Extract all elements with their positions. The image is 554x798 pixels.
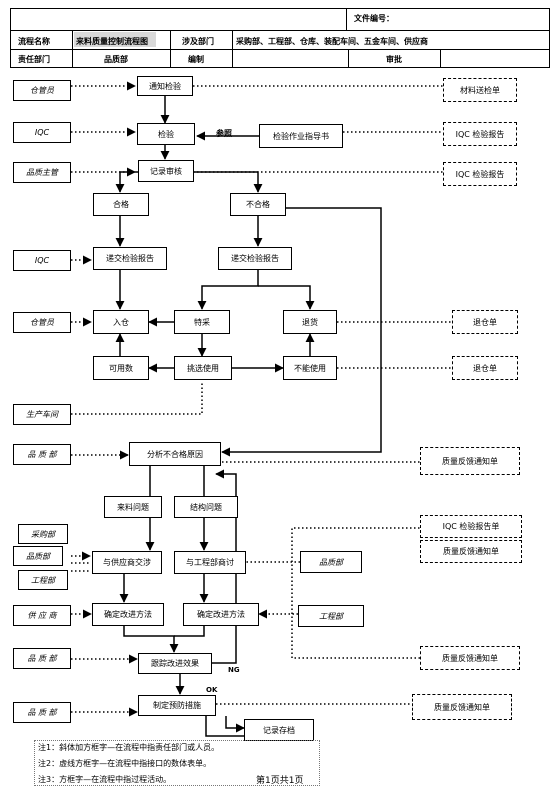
step-usable-qty: 可用数 (93, 356, 149, 380)
header-col-line (440, 49, 441, 68)
step-inspection-guide: 检验作业指导书 (259, 124, 343, 148)
role-quality-dept: 品质部 (13, 546, 63, 566)
step-structure-issue: 结构问题 (174, 496, 238, 518)
role-production-workshop: 生产车间 (13, 404, 71, 425)
step-fail: 不合格 (230, 193, 286, 216)
depts-label: 涉及部门 (182, 37, 214, 46)
step-determine-improvement: 确定改进方法 (183, 603, 259, 626)
header-table (10, 8, 550, 68)
role-supplier: 供 应 商 (13, 605, 71, 626)
role-quality-dept: 品 质 部 (13, 702, 71, 723)
header-col-line (348, 49, 349, 68)
depts-value: 采购部、工程部、仓库、装配车间、五金车间、供应商 (236, 37, 428, 46)
compile-label: 编制 (188, 55, 204, 64)
role-engineering-dept: 工程部 (18, 570, 68, 590)
header-col-line (232, 30, 233, 68)
step-record-review: 记录审核 (138, 160, 194, 182)
step-notify-inspection: 通知检验 (137, 76, 193, 96)
doc-material-inspection-form: 材料送检单 (443, 78, 517, 102)
role-iqc: IQC (13, 250, 71, 271)
ref-label: 参照 (216, 129, 232, 138)
header-row-line (10, 49, 550, 50)
step-preventive-measures: 制定预防措施 (138, 695, 216, 716)
ok-label: OK (206, 686, 218, 694)
step-record-archive: 记录存档 (244, 719, 314, 741)
page-number: 第1页共1页 (256, 776, 304, 786)
doc-iqc-report: IQC 检验报告 (443, 162, 517, 186)
doc-iqc-report: IQC 检验报告 (443, 122, 517, 146)
role-warehouse-keeper: 仓管员 (13, 80, 71, 101)
doc-return-form: 退仓单 (452, 356, 518, 380)
step-submit-report: 递交检验报告 (93, 247, 167, 270)
role-warehouse-keeper: 仓管员 (13, 312, 71, 333)
step-return-goods: 退货 (283, 310, 337, 334)
doc-quality-feedback: 质量反馈通知单 (420, 540, 522, 563)
doc-quality-feedback: 质量反馈通知单 (412, 694, 512, 720)
doc-quality-feedback: 质量反馈通知单 (420, 447, 520, 475)
note-2: 注2：虚线方框字—在流程中指接口的数体表单。 (38, 759, 212, 768)
note-1: 注1：斜体加方框字—在流程中指责任部门或人员。 (38, 743, 220, 752)
header-col-line (72, 30, 73, 68)
ng-label: NG (228, 666, 240, 674)
step-sort-use: 挑选使用 (174, 356, 232, 380)
note-3: 注3：方框字—在流程中指过程活动。 (38, 775, 172, 784)
header-col-line (170, 30, 171, 68)
role-quality-dept: 品 质 部 (13, 444, 71, 465)
doc-quality-feedback: 质量反馈通知单 (420, 646, 520, 670)
step-submit-report: 递交检验报告 (218, 247, 292, 270)
step-negotiate-supplier: 与供应商交涉 (92, 551, 162, 574)
step-discuss-engineering: 与工程部商讨 (174, 551, 246, 574)
process-name-highlight (74, 32, 156, 47)
resp-dept-value: 品质部 (104, 55, 128, 64)
role-purchasing-dept: 采购部 (18, 524, 68, 544)
step-analyze-cause: 分析不合格原因 (129, 442, 221, 466)
notes-box (34, 740, 320, 786)
step-inspect: 检验 (137, 123, 195, 145)
header-col-line (346, 8, 347, 30)
header-row-line (10, 30, 550, 31)
doc-iqc-report-form: IQC 检验报告单 (420, 515, 522, 538)
step-unusable: 不能使用 (283, 356, 337, 380)
step-track-improvement: 跟踪改进效果 (138, 653, 212, 674)
step-pass: 合格 (93, 193, 149, 216)
process-name-label: 流程名称 (18, 37, 50, 46)
process-name: 来料质量控制流程图 (76, 37, 148, 46)
role-iqc: IQC (13, 122, 71, 143)
review-label: 审批 (386, 55, 402, 64)
step-special-acceptance: 特采 (174, 310, 230, 334)
role-quality-dept: 品 质 部 (13, 648, 71, 669)
step-determine-improvement: 确定改进方法 (92, 603, 164, 626)
step-incoming-issue: 来料问题 (104, 496, 162, 518)
role-engineering-dept: 工程部 (298, 605, 364, 627)
role-quality-dept: 品质部 (300, 551, 362, 573)
doc-return-form: 退仓单 (452, 310, 518, 334)
role-qc-supervisor: 品质主管 (13, 162, 71, 183)
doc-no-label: 文件编号： (354, 14, 394, 23)
resp-dept-label: 责任部门 (18, 55, 50, 64)
step-stock-in: 入仓 (93, 310, 149, 334)
